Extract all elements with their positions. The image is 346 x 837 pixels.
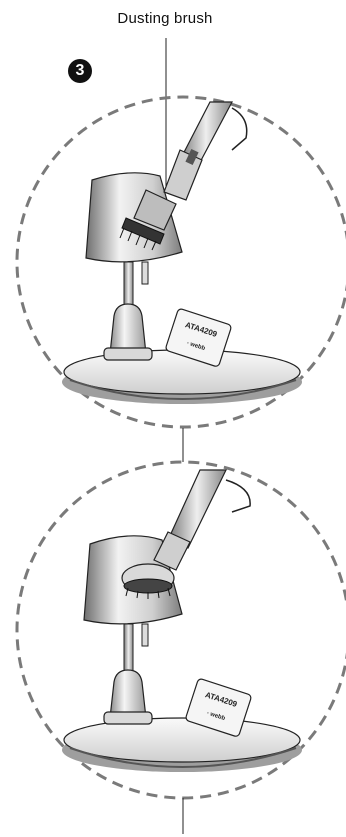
bottom-vacuum-wand	[154, 470, 250, 570]
top-table	[62, 350, 302, 404]
bottom-table	[62, 718, 302, 772]
bottom-panel: ATA4209 ◦ webb	[17, 462, 346, 798]
top-panel: ATA4209 ◦ webb	[17, 97, 346, 427]
top-vacuum-wand	[164, 102, 247, 200]
